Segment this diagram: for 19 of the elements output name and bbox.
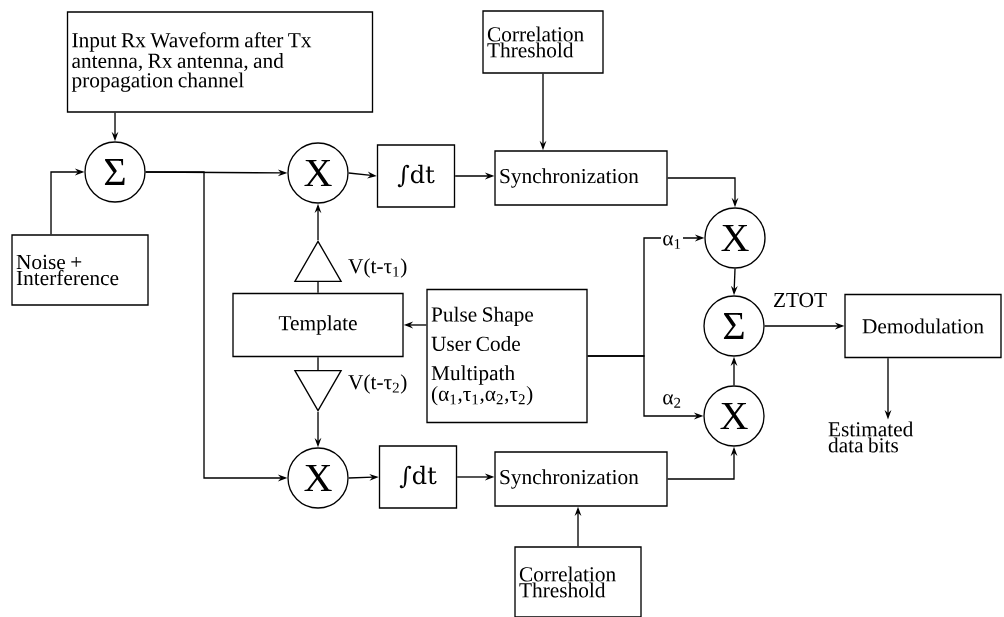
output-label: Estimated data bits <box>828 421 914 453</box>
edge-label: α$_{2}$ <box>661 392 683 410</box>
template-box: Template <box>232 292 404 358</box>
threshold-box: Correlation Threshold <box>482 10 604 74</box>
parameter-box: Pulse Shape User Code Multipath (α$_{1}$,τ$_{1}$,α$_{2}$,τ$_{2}$) <box>426 288 588 424</box>
synchronization-box: Synchronization <box>494 451 668 507</box>
synchronization-box: Synchronization <box>494 150 668 206</box>
signal-label: V(t-τ$_{2}$) <box>348 374 407 394</box>
input-box: Noise + Interference <box>11 234 149 306</box>
summing-junction: Σ <box>703 295 765 357</box>
edge-label: α$_{1}$ <box>661 233 683 251</box>
edge-label: ZTOT <box>771 291 829 309</box>
integrator-box: ∫dt <box>376 144 456 208</box>
integrator-box: ∫dt <box>378 445 458 509</box>
demodulation-box: Demodulation <box>844 293 1002 359</box>
summing-junction: Σ <box>84 141 146 203</box>
signal-label: V(t-τ$_{1}$) <box>348 258 407 278</box>
input-box: Input Rx Waveform after Tx antenna, Rx antenna, and propagation channel <box>66 11 374 113</box>
threshold-box: Correlation Threshold <box>514 546 642 617</box>
